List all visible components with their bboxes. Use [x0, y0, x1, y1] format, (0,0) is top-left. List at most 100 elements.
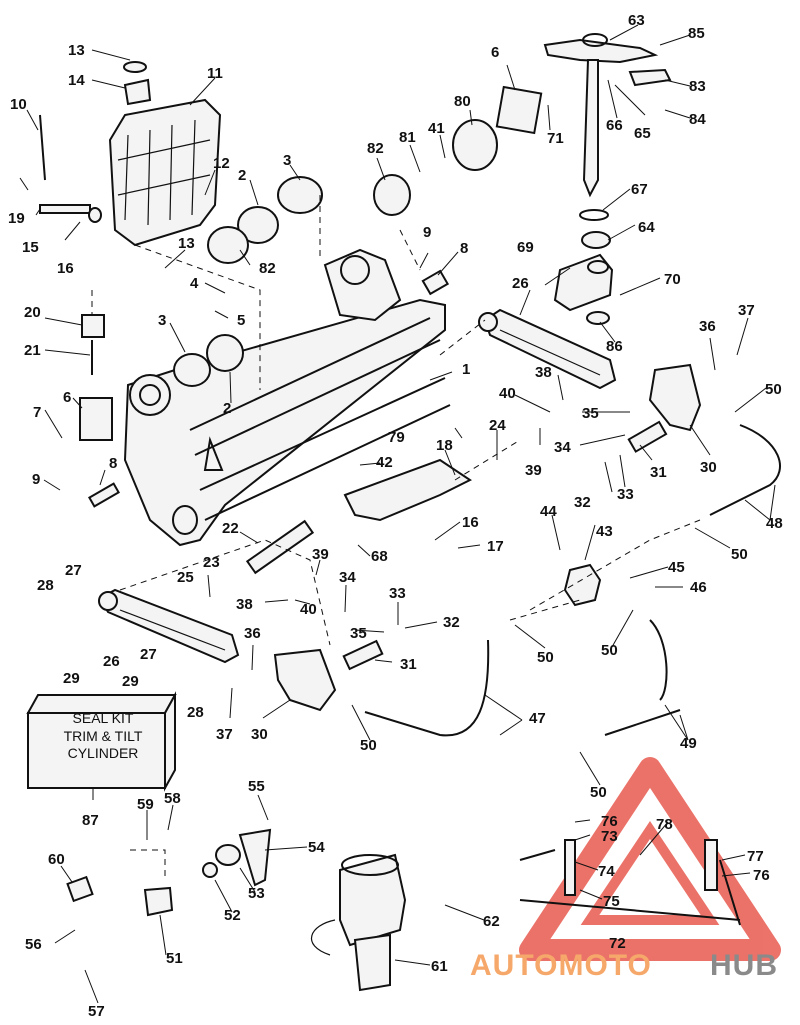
callout-59: 59: [137, 796, 154, 813]
callout-39: 39: [312, 546, 329, 563]
callout-45: 45: [668, 559, 685, 576]
callout-9: 9: [32, 471, 40, 488]
callout-19: 19: [8, 210, 25, 227]
callout-47: 47: [529, 710, 546, 727]
callout-72: 72: [609, 935, 626, 952]
callout-38: 38: [535, 364, 552, 381]
callout-50: 50: [731, 546, 748, 563]
callout-35: 35: [350, 625, 367, 642]
callout-26: 26: [512, 275, 529, 292]
callout-8: 8: [460, 240, 468, 257]
hose-49: [604, 619, 681, 736]
seal-kit-line1: SEAL KIT: [73, 710, 134, 726]
callout-83: 83: [689, 78, 706, 95]
callout-52: 52: [224, 907, 241, 924]
callout-69: 69: [517, 239, 534, 256]
valve-block: [563, 563, 602, 607]
callout-68: 68: [371, 548, 388, 565]
callout-71: 71: [547, 130, 564, 147]
callout-13: 13: [178, 235, 195, 252]
callout-30: 30: [251, 726, 268, 743]
trim-cylinder-lower: [98, 588, 240, 664]
callout-50: 50: [590, 784, 607, 801]
callout-16: 16: [462, 514, 479, 531]
callout-3: 3: [283, 152, 291, 169]
callout-43: 43: [596, 523, 613, 540]
callout-50: 50: [601, 642, 618, 659]
callout-63: 63: [628, 12, 645, 29]
callout-50: 50: [360, 737, 377, 754]
assembly-lines: [91, 195, 701, 880]
callout-23: 23: [203, 554, 220, 571]
callout-32: 32: [574, 494, 591, 511]
callout-33: 33: [389, 585, 406, 602]
callout-29: 29: [122, 673, 139, 690]
callout-21: 21: [24, 342, 41, 359]
callout-54: 54: [308, 839, 325, 856]
callout-16: 16: [57, 260, 74, 277]
callout-67: 67: [631, 181, 648, 198]
leader-lines: [19, 24, 776, 1004]
callout-85: 85: [688, 25, 705, 42]
callout-49: 49: [680, 735, 697, 752]
callout-40: 40: [499, 385, 516, 402]
callout-26: 26: [103, 653, 120, 670]
callout-33: 33: [617, 486, 634, 503]
swivel-bracket: [108, 98, 222, 247]
callout-60: 60: [48, 851, 65, 868]
callout-61: 61: [431, 958, 448, 975]
callout-36: 36: [699, 318, 716, 335]
callout-66: 66: [606, 117, 623, 134]
callouts: 1 2 2 3 3 4 5 6 6 7 8 8 9 9 10 11 12 13 …: [8, 12, 783, 1020]
callout-57: 57: [88, 1003, 105, 1020]
seal-kit-line2: TRIM & TILT: [64, 728, 143, 744]
callout-4: 4: [190, 275, 199, 292]
callout-6: 6: [63, 389, 71, 406]
callout-64: 64: [638, 219, 655, 236]
callout-18: 18: [436, 437, 453, 454]
callout-24: 24: [489, 417, 506, 434]
callout-78: 78: [656, 816, 673, 833]
callout-20: 20: [24, 304, 41, 321]
callout-28: 28: [37, 577, 54, 594]
callout-13: 13: [68, 42, 85, 59]
callout-31: 31: [400, 656, 417, 673]
callout-31: 31: [650, 464, 667, 481]
hose-48: [709, 424, 781, 516]
stern-bracket: [123, 248, 451, 547]
callout-65: 65: [634, 125, 651, 142]
trim-cylinder-upper: [478, 308, 617, 390]
callout-46: 46: [690, 579, 707, 596]
callout-25: 25: [177, 569, 194, 586]
callout-50: 50: [765, 381, 782, 398]
callout-2: 2: [238, 167, 246, 184]
callout-38: 38: [236, 596, 253, 613]
callout-3: 3: [158, 312, 166, 329]
callout-53: 53: [248, 885, 265, 902]
callout-58: 58: [164, 790, 181, 807]
watermark-text-hub: HUB: [710, 949, 778, 982]
callout-40: 40: [300, 601, 317, 618]
seal-kit-box: [26, 691, 177, 792]
pump-motor: [310, 853, 407, 992]
callout-34: 34: [554, 439, 571, 456]
callout-37: 37: [216, 726, 233, 743]
callout-77: 77: [747, 848, 764, 865]
callout-27: 27: [65, 562, 82, 579]
callout-1: 1: [462, 361, 470, 378]
callout-2: 2: [223, 400, 231, 417]
callout-48: 48: [766, 515, 783, 532]
callout-50: 50: [537, 649, 554, 666]
callout-79: 79: [388, 429, 405, 446]
callout-44: 44: [540, 503, 557, 520]
callout-87: 87: [82, 812, 99, 829]
small-parts: [39, 61, 741, 926]
callout-55: 55: [248, 778, 265, 795]
callout-27: 27: [140, 646, 157, 663]
watermark-text-automoto: AUTOMOTO: [470, 949, 652, 982]
callout-9: 9: [423, 224, 431, 241]
callout-74: 74: [598, 863, 615, 880]
callout-41: 41: [428, 120, 445, 137]
callout-22: 22: [222, 520, 239, 537]
